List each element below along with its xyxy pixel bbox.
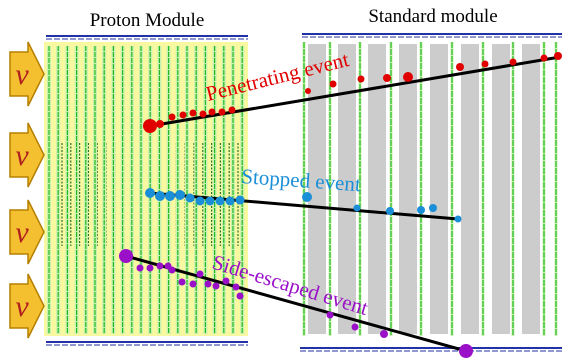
- side-escaped-event-hits: [119, 249, 473, 358]
- nu-arrow-1: ν: [9, 41, 45, 107]
- hit-dot: [403, 72, 413, 82]
- neutrino-symbol: ν: [15, 58, 29, 91]
- hit-dot: [456, 63, 464, 71]
- hit-dot: [554, 52, 562, 60]
- hit-dot: [459, 344, 473, 358]
- nu-arrow-4: ν: [9, 273, 45, 339]
- hit-dot: [326, 311, 334, 319]
- standard-module-top-veto: [302, 33, 562, 38]
- hit-dot: [175, 190, 185, 200]
- iron-plate: [368, 44, 386, 334]
- iron-plate: [492, 44, 510, 334]
- stopped-event-hits: [145, 188, 462, 223]
- standard-module-scintillator-layers: [302, 42, 558, 336]
- proton-module: [44, 35, 248, 346]
- hit-dot: [228, 106, 236, 114]
- neutrino-symbol: ν: [15, 216, 29, 249]
- hit-dot: [509, 58, 517, 66]
- hit-dot: [540, 54, 548, 62]
- neutrino-symbol: ν: [15, 290, 29, 323]
- neutrino-beam-arrows: ν ν ν ν: [9, 41, 45, 339]
- hit-dot: [215, 196, 225, 206]
- hit-dot: [205, 196, 215, 206]
- hit-dot: [351, 323, 359, 331]
- hit-dot: [357, 75, 365, 83]
- standard-module-title: Standard module: [368, 6, 497, 27]
- hit-dot: [208, 108, 216, 116]
- hit-dot: [212, 282, 220, 290]
- standard-module-iron-plates: [308, 44, 540, 334]
- proton-module-top-veto: [46, 35, 248, 40]
- nu-arrow-2: ν: [9, 122, 45, 188]
- hit-dot: [222, 277, 230, 285]
- iron-plate: [430, 44, 448, 334]
- hit-dot: [386, 207, 394, 215]
- arrow-shape: [9, 199, 45, 265]
- hit-dot: [302, 192, 312, 202]
- proton-module-bottom-veto: [46, 341, 248, 346]
- hit-dot: [156, 262, 164, 270]
- hit-dot: [218, 108, 226, 116]
- proton-module-title: Proton Module: [90, 10, 205, 31]
- hit-dot: [146, 264, 154, 272]
- side-escaped-event-track: [125, 254, 467, 353]
- hit-dot: [199, 110, 207, 118]
- penetrating-event-hits: [143, 52, 562, 133]
- hit-dot: [145, 188, 155, 198]
- hit-dot: [178, 278, 186, 286]
- hit-dot: [156, 120, 164, 128]
- hit-dot: [189, 280, 197, 288]
- hit-dot: [353, 204, 361, 212]
- hit-dot: [232, 283, 240, 291]
- hit-dot: [165, 191, 175, 201]
- hit-dot: [380, 330, 388, 338]
- hit-dot: [383, 74, 391, 82]
- iron-plate: [338, 44, 356, 334]
- hit-dot: [329, 80, 337, 88]
- hit-dot: [136, 264, 144, 272]
- iron-plate: [399, 44, 417, 334]
- hit-dot: [236, 292, 244, 300]
- hit-dot: [168, 266, 176, 274]
- standard-module-bottom-veto: [300, 347, 562, 352]
- arrow-shape: [9, 273, 45, 339]
- standard-module: [300, 33, 562, 352]
- iron-plate: [461, 44, 479, 334]
- hit-dot: [119, 249, 133, 263]
- iron-plate: [522, 44, 540, 334]
- hit-dot: [195, 196, 205, 206]
- hit-dot: [196, 270, 204, 278]
- hit-dot: [143, 119, 157, 133]
- neutrino-symbol: ν: [15, 139, 29, 172]
- hit-dot: [189, 109, 197, 117]
- hit-dot: [454, 215, 462, 223]
- proton-module-layers: [47, 46, 245, 334]
- arrow-shape: [9, 122, 45, 188]
- hit-dot: [429, 204, 437, 212]
- iron-plate: [308, 44, 326, 334]
- hit-dot: [204, 280, 212, 288]
- hit-dot: [179, 111, 187, 119]
- hit-dot: [168, 113, 176, 121]
- nu-arrow-3: ν: [9, 199, 45, 265]
- hit-dot: [305, 88, 311, 94]
- hit-dot: [235, 195, 245, 205]
- hit-dot: [481, 60, 489, 68]
- hit-dot: [185, 193, 195, 203]
- arrow-shape: [9, 41, 45, 107]
- hit-dot: [155, 191, 165, 201]
- hit-dot: [417, 206, 425, 214]
- penetrating-event-track: [149, 55, 561, 128]
- hit-dot: [225, 196, 235, 206]
